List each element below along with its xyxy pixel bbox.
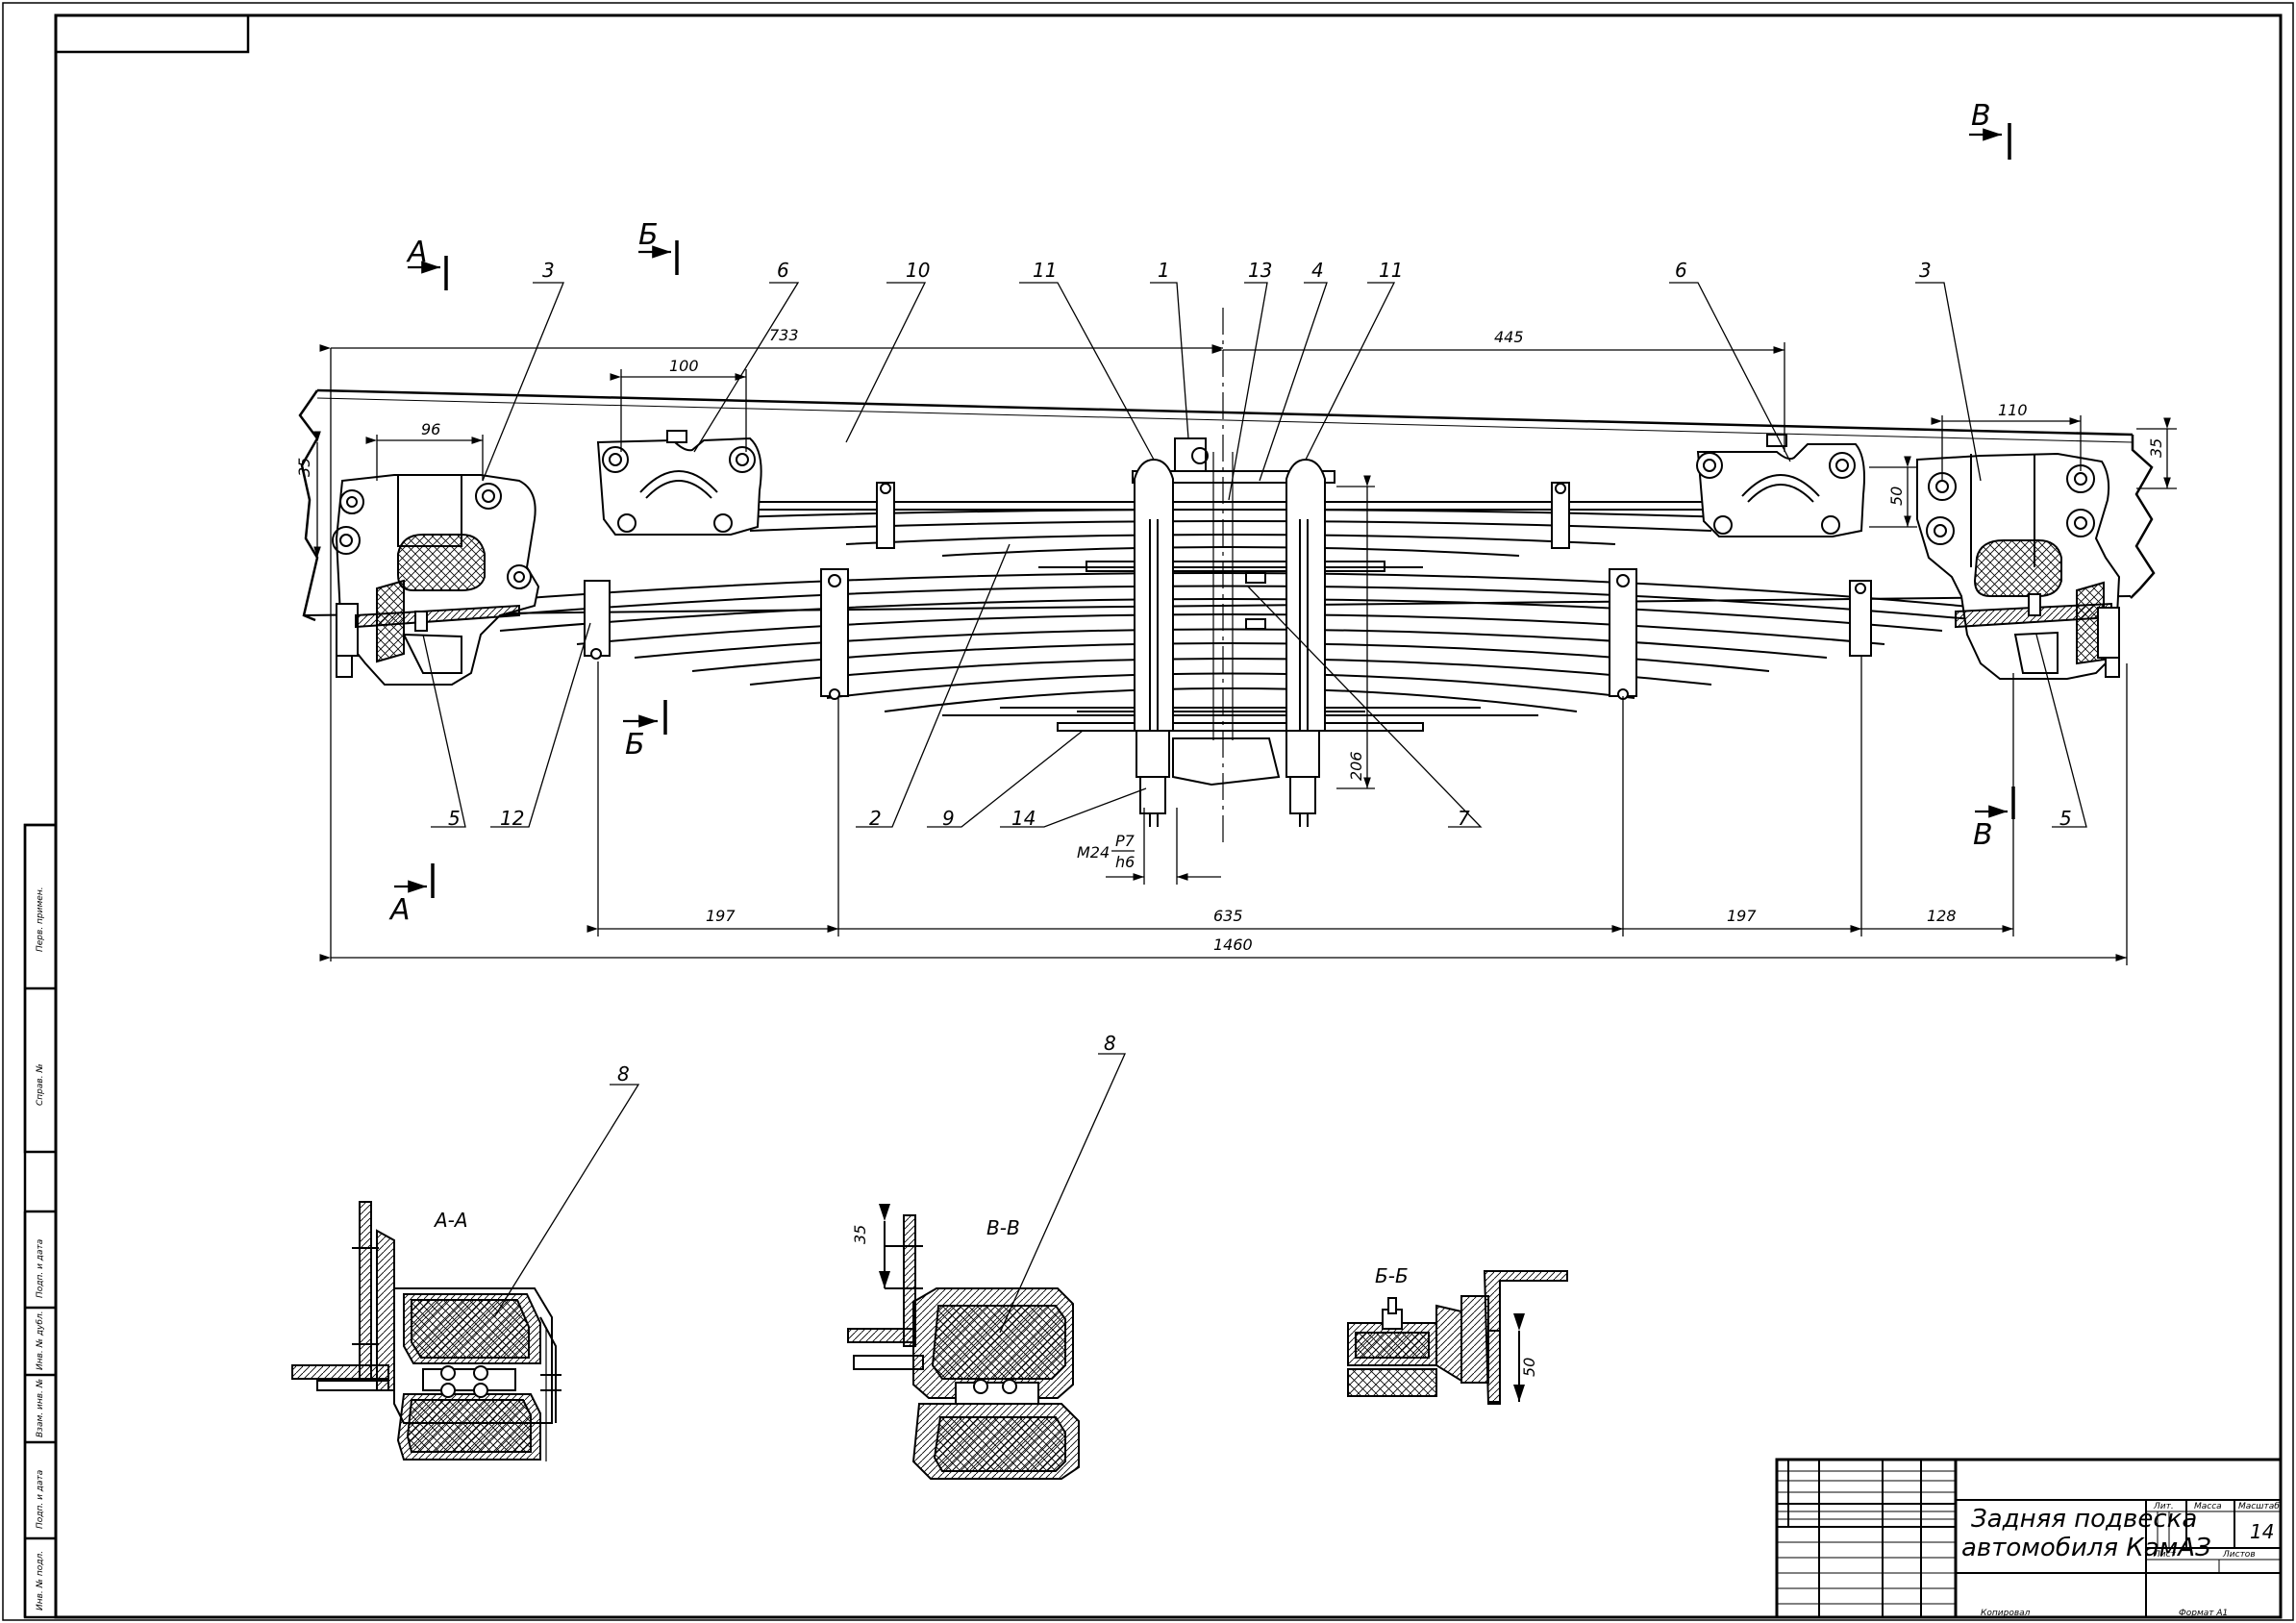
callout-7: 7: [1458, 807, 1470, 830]
upper-brackets: [596, 430, 1865, 537]
spring-clamps: [584, 482, 1872, 700]
callout-8-section-vv: 8: [1104, 1032, 1116, 1055]
callout-2: 2: [869, 807, 882, 830]
callout-3-left: 3: [542, 259, 555, 282]
tb-format: Формат А1: [2179, 1609, 2228, 1618]
side-cell-sign-date-2: Подп. и дата: [36, 1470, 45, 1529]
tb-header-mass: Масса: [2194, 1502, 2222, 1511]
dim-445: 445: [1494, 328, 1524, 346]
section-aa-view: [291, 1201, 562, 1461]
upper-auxiliary-spring: [615, 501, 1846, 572]
drawing-title-line2: автомобиля КамАЗ: [1961, 1534, 2211, 1562]
dim-fit-p7: P7: [1115, 832, 1136, 850]
callout-5-right: 5: [2059, 807, 2072, 830]
side-cell-first-use: Перв. примен.: [36, 886, 45, 952]
dim-733: 733: [769, 326, 799, 344]
side-strip: Перв. примен. Справ. № Подп. и дата Инв.…: [23, 823, 58, 1619]
callout-12: 12: [500, 807, 524, 830]
dim-197-left: 197: [706, 907, 736, 925]
section-mark-a-bottom: А: [388, 893, 411, 927]
callout-10: 10: [906, 259, 930, 282]
callout-6-left: 6: [777, 259, 789, 282]
dimension-lines: [313, 342, 2177, 965]
callout-8-section-aa: 8: [617, 1062, 630, 1086]
callout-14: 14: [1011, 807, 1036, 830]
drawing-title-line1: Задняя подвеска: [1971, 1505, 2197, 1534]
tb-copied: Копировал: [1981, 1609, 2031, 1618]
side-cell-ref-number: Справ. №: [36, 1063, 45, 1106]
dim-1460: 1460: [1213, 936, 1253, 954]
callout-13: 13: [1248, 259, 1272, 282]
right-support-bracket: [1916, 452, 2121, 680]
section-mark-b-top: Б: [638, 218, 659, 252]
dim-50-section-bb: 50: [1520, 1358, 1538, 1377]
tb-header-sheets: Листов: [2222, 1550, 2256, 1560]
callout-4: 4: [1311, 259, 1324, 282]
dim-100: 100: [669, 357, 699, 375]
dim-thread-m24: M24: [1077, 843, 1110, 861]
callout-9: 9: [942, 807, 955, 830]
sheet-number: 14: [2250, 1520, 2274, 1543]
section-mark-v-top: В: [1971, 99, 1991, 133]
side-cell-dup-number: Инв. № дубл.: [36, 1311, 45, 1370]
leader-lines: [422, 282, 2087, 1334]
section-title-vv: В-В: [986, 1216, 1020, 1239]
tb-header-sheet: Лист: [2153, 1550, 2177, 1560]
callout-11-right: 11: [1379, 259, 1403, 282]
callout-1: 1: [1158, 259, 1170, 282]
section-bb-view: [1347, 1270, 1568, 1405]
section-title-aa: А-А: [433, 1209, 468, 1232]
tb-header-lit: Лит.: [2153, 1502, 2174, 1511]
dim-197-right: 197: [1727, 907, 1757, 925]
dim-35-left: 35: [295, 458, 313, 477]
section-mark-a-top: А: [406, 236, 428, 269]
dim-96: 96: [421, 420, 440, 438]
dim-110: 110: [1998, 401, 2028, 419]
callout-5-left: 5: [448, 807, 461, 830]
section-vv-view: [847, 1204, 1080, 1480]
dim-128: 128: [1927, 907, 1957, 925]
dim-635: 635: [1213, 907, 1243, 925]
dim-35-right: 35: [2147, 438, 2165, 458]
section-mark-b-bottom: Б: [625, 728, 645, 762]
title-block: [1775, 1458, 2283, 1619]
dim-50: 50: [1887, 487, 1906, 506]
dim-fit-h6: h6: [1115, 853, 1135, 871]
main-leaf-spring: [403, 572, 1982, 732]
section-title-bb: Б-Б: [1375, 1264, 1409, 1287]
dim-206: 206: [1347, 751, 1365, 781]
callout-3-right: 3: [1919, 259, 1932, 282]
side-cell-replace-number: Взам. инв. №: [36, 1379, 45, 1437]
section-cut-marks: [394, 123, 2015, 898]
dim-35-section-vv: 35: [851, 1225, 869, 1244]
center-u-bolts: [1132, 308, 1335, 846]
callout-11-left: 11: [1033, 259, 1057, 282]
callout-6-right: 6: [1675, 259, 1687, 282]
tb-header-scale: Масштаб: [2238, 1502, 2280, 1511]
left-support-bracket: [332, 474, 540, 686]
section-mark-v-bottom: В: [1973, 818, 1993, 852]
side-cell-sign-date-1: Подп. и дата: [36, 1239, 45, 1298]
side-cell-orig-number: Инв. № подл.: [36, 1551, 45, 1611]
